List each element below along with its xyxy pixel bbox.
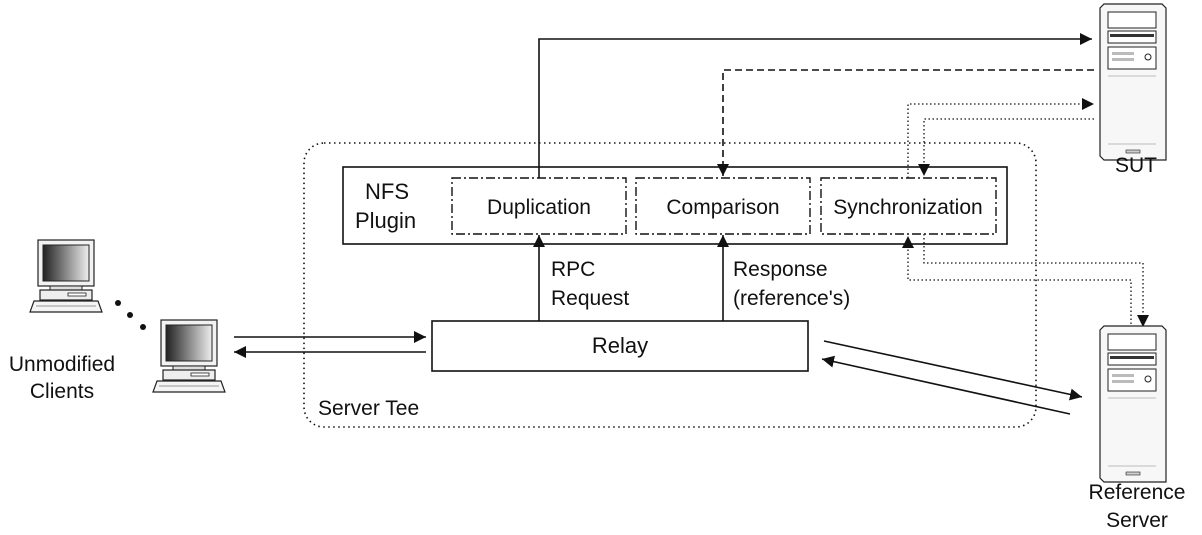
duplication-module-label: Duplication [487,196,591,219]
relay-to-reference-arrow [823,340,1083,401]
synchronization-to-reference-arrow [923,234,1149,327]
reference-server-label-line2: Server [1106,509,1168,532]
sut-to-comparison-arrow [717,69,1094,176]
relay-box [431,320,809,372]
reference-server-label-line1: Reference [1089,481,1186,504]
nfs-plugin-title-line1: NFS [365,179,409,204]
server-tee-label: Server Tee [318,397,419,420]
rpc-request-label-line1: RPC [551,258,595,281]
ellipsis-dots [115,300,146,330]
sut-label: SUT [1115,154,1157,177]
tower-server-icon [1099,3,1167,161]
comparison-module-box [635,177,811,235]
reference-to-synchronization-arrow [902,236,1132,328]
rpc-request-label-line2: Request [551,287,629,310]
server-tee-boundary [303,142,1037,428]
response-label-line1: Response [733,258,828,281]
duplication-to-sut-arrow [538,33,1092,178]
nfs-plugin-title-line2: Plugin [355,208,416,233]
synchronization-to-sut-arrow [907,98,1094,178]
reference-to-relay-arrow [821,355,1071,415]
desktop-computer-icon [152,319,226,393]
synchronization-module-box [820,177,997,235]
clients-label-line2: Clients [30,380,94,403]
synchronization-module-label: Synchronization [833,196,982,219]
response-label-line2: (reference's) [733,287,850,310]
sut-to-synchronization-arrow [918,118,1094,176]
clients-label-line1: Unmodified [9,353,115,376]
desktop-computer-icon [29,239,103,313]
comparison-module-label: Comparison [666,196,779,219]
tower-server-icon [1099,325,1167,483]
relay-label: Relay [592,333,648,358]
